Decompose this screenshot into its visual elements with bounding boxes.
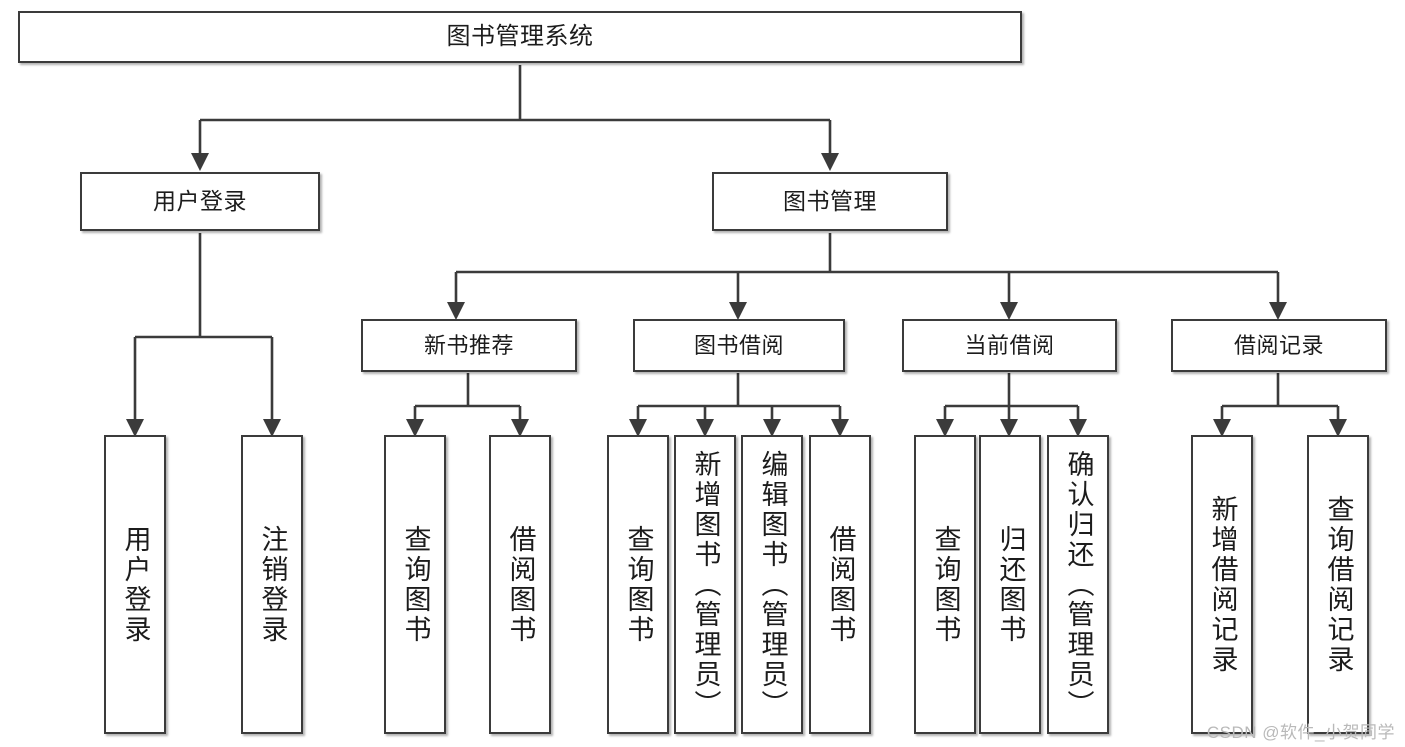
leaf-current-return-book[interactable]: 归还图书	[979, 435, 1041, 734]
node-book-borrow[interactable]: 图书借阅	[633, 319, 845, 372]
node-label: 归还图书	[995, 524, 1026, 645]
node-label: 注销登录	[257, 524, 288, 645]
node-label: 查询图书	[400, 524, 431, 645]
node-label: 查询借阅记录	[1323, 494, 1354, 675]
node-system-root[interactable]: 图书管理系统	[18, 11, 1022, 63]
node-label: 当前借阅	[964, 332, 1055, 358]
leaf-newbook-query-book[interactable]: 查询图书	[384, 435, 446, 734]
node-label: 图书管理系统	[446, 23, 594, 50]
leaf-user-login[interactable]: 用户登录	[104, 435, 166, 734]
csdn-watermark: CSDN @软件_小贺同学	[1206, 723, 1395, 742]
leaf-newbook-borrow-book[interactable]: 借阅图书	[489, 435, 551, 734]
node-label: 确认归还（管理员）	[1063, 449, 1094, 720]
node-label: 新书推荐	[423, 332, 514, 358]
leaf-borrow-add-book-admin[interactable]: 新增图书（管理员）	[674, 435, 736, 734]
leaf-logout[interactable]: 注销登录	[241, 435, 303, 734]
node-label: 借阅记录	[1233, 332, 1324, 358]
leaf-borrow-query-book[interactable]: 查询图书	[607, 435, 669, 734]
leaf-current-confirm-return-admin[interactable]: 确认归还（管理员）	[1047, 435, 1109, 734]
node-label: 查询图书	[930, 524, 961, 645]
leaf-borrow-borrow-book[interactable]: 借阅图书	[809, 435, 871, 734]
node-label: 图书管理	[783, 188, 877, 214]
node-label: 新增图书（管理员）	[690, 449, 721, 720]
node-label: 新增借阅记录	[1207, 494, 1238, 675]
node-label: 用户登录	[153, 188, 247, 214]
node-new-book-recommend[interactable]: 新书推荐	[361, 319, 577, 372]
node-label: 用户登录	[120, 524, 151, 645]
node-borrow-records[interactable]: 借阅记录	[1171, 319, 1387, 372]
node-label: 图书借阅	[693, 332, 784, 358]
node-current-borrow[interactable]: 当前借阅	[902, 319, 1117, 372]
node-user-login[interactable]: 用户登录	[80, 172, 320, 231]
leaf-current-query-book[interactable]: 查询图书	[914, 435, 976, 734]
leaf-records-add-record[interactable]: 新增借阅记录	[1191, 435, 1253, 734]
leaf-records-query-record[interactable]: 查询借阅记录	[1307, 435, 1369, 734]
leaf-borrow-edit-book-admin[interactable]: 编辑图书（管理员）	[741, 435, 803, 734]
node-label: 借阅图书	[825, 524, 856, 645]
node-label: 查询图书	[623, 524, 654, 645]
node-book-management[interactable]: 图书管理	[712, 172, 948, 231]
node-label: 借阅图书	[505, 524, 536, 645]
node-label: 编辑图书（管理员）	[757, 449, 788, 720]
